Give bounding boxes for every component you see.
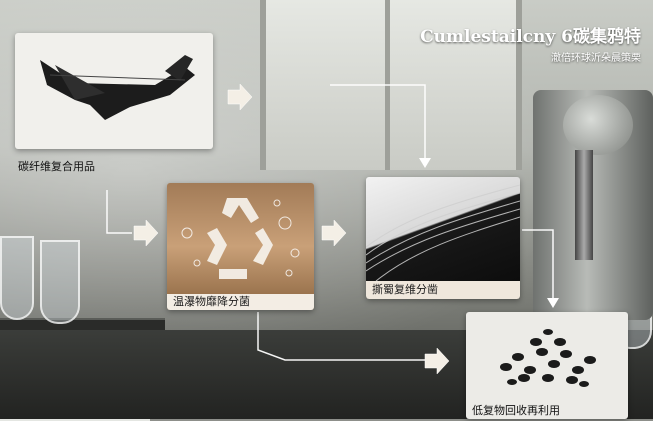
machine-spindle [575, 150, 593, 260]
process-card-fiber: 撕蜀复维分凿 [366, 177, 520, 299]
pellets-icon [500, 329, 596, 387]
arrow-right-icon [133, 219, 159, 247]
arrow-right-icon [321, 219, 347, 247]
flow-line-fiber-down [522, 229, 554, 300]
degradation-label: 温瀑物靡降分菌 [167, 294, 314, 310]
flask-icon [0, 236, 34, 320]
arrow-down-icon [547, 298, 559, 308]
product-card-composite [15, 33, 213, 149]
arrow-right-icon [424, 347, 450, 375]
flow-line-recycle-to-pellets [257, 312, 430, 361]
arrow-down-icon [419, 158, 431, 168]
page-title: Cumlestailcny 6碳集鸦特 [420, 27, 641, 47]
recycle-icon [181, 198, 300, 279]
carbon-fiber-icon [366, 184, 520, 282]
flow-line-plane-down [106, 190, 132, 234]
airplane-icon [40, 55, 195, 120]
machine-head [563, 95, 633, 155]
product-card-pellets: 低复物回收再利用 [466, 312, 628, 419]
flask-icon [40, 240, 80, 324]
title-block: Cumlestailcny 6碳集鸦特 澈倍环球沂朵晨策栗 [420, 22, 641, 64]
page-subtitle: 澈倍环球沂朵晨策栗 [551, 53, 641, 64]
fiber-label: 撕蜀复维分凿 [366, 281, 520, 299]
pellets-label: 低复物回收再利用 [472, 404, 560, 417]
arrow-right-icon [227, 83, 253, 111]
process-card-degradation: 温瀑物靡降分菌 [167, 183, 314, 310]
composite-label: 碳纤维复合用品 [18, 160, 95, 173]
flow-line-window [330, 84, 426, 160]
